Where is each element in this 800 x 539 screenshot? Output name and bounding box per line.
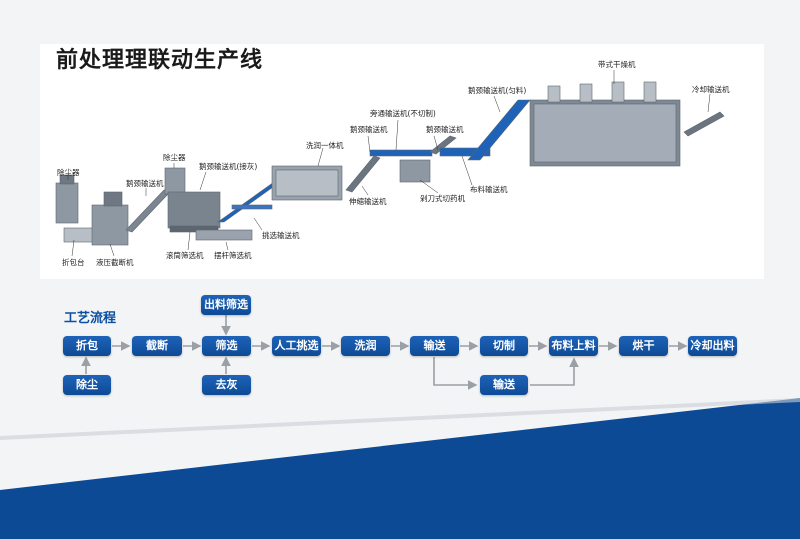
page-title: 前处理理联动生产线 bbox=[56, 48, 264, 73]
label-gooseneck-conveyor-even: 鹅颈输送机(匀料) bbox=[468, 86, 527, 95]
label-rod-screener: 摆杆筛选机 bbox=[214, 251, 252, 260]
step-screening: 筛选 bbox=[202, 336, 251, 356]
process-flow-arrows bbox=[81, 314, 688, 390]
label-telescopic-conveyor: 伸缩输送机 bbox=[349, 197, 387, 206]
label-picking-conveyor: 挑选输送机 bbox=[262, 231, 300, 240]
step-slicing: 切制 bbox=[480, 336, 528, 356]
gray-wedge bbox=[0, 398, 800, 440]
telescopic-conveyor-shape bbox=[345, 155, 381, 193]
step-bale-opening: 折包 bbox=[63, 336, 111, 356]
label-gooseneck-conveyor-3: 鹅颈输送机 bbox=[426, 125, 464, 134]
step-washing: 洗润 bbox=[341, 336, 390, 356]
label-rotary-cutter: 剁刀式切药机 bbox=[420, 194, 465, 203]
drum-screener-shape bbox=[167, 191, 221, 229]
label-distribution-conveyor: 布料输送机 bbox=[470, 185, 508, 194]
step-ash-removal: 去灰 bbox=[202, 375, 251, 395]
step-dust-removal: 除尘 bbox=[63, 375, 111, 395]
label-dust-collector-2: 除尘器 bbox=[163, 153, 186, 162]
rotary-cutter-shape bbox=[399, 159, 431, 183]
label-gooseneck-conveyor-2: 鹅颈输送机 bbox=[350, 125, 388, 134]
label-cooling-conveyor: 冷却输送机 bbox=[692, 85, 730, 94]
blue-wedge bbox=[0, 398, 800, 539]
label-drum-screener: 滚筒筛选机 bbox=[166, 251, 204, 260]
step-conveying: 输送 bbox=[410, 336, 459, 356]
step-distribution-feeding: 布料上料 bbox=[549, 336, 598, 356]
step-cooling-discharge: 冷却出料 bbox=[688, 336, 737, 356]
label-dust-collector-1: 除尘器 bbox=[57, 168, 80, 177]
step-bypass-conveying: 输送 bbox=[480, 375, 528, 395]
bypass-conveyor-shape bbox=[369, 149, 433, 157]
process-flow-title: 工艺流程 bbox=[64, 311, 117, 326]
label-gooseneck-conveyor-ash: 鹅颈输送机(接灰) bbox=[199, 162, 258, 171]
step-manual-picking: 人工挑选 bbox=[272, 336, 321, 356]
label-gooseneck-conveyor-1: 鹅颈输送机 bbox=[126, 179, 164, 188]
arrow-bypass-in bbox=[433, 357, 478, 390]
arrow-bypass-out bbox=[530, 357, 579, 386]
label-bypass-conveyor: 旁通输送机(不切制) bbox=[370, 109, 436, 118]
step-drying: 烘干 bbox=[619, 336, 668, 356]
rod-screener-shape bbox=[195, 229, 253, 241]
step-cutting: 截断 bbox=[132, 336, 182, 356]
step-discharge-screening: 出料筛选 bbox=[201, 295, 251, 315]
distribution-conveyor-shape bbox=[439, 147, 491, 157]
label-washing-machine: 洗润一体机 bbox=[306, 141, 344, 150]
label-belt-dryer: 带式干燥机 bbox=[598, 60, 636, 69]
production-line-illustration bbox=[55, 70, 725, 257]
label-bale-opening-table: 折包台 bbox=[62, 258, 85, 267]
hydraulic-cutter-shape bbox=[91, 204, 129, 246]
cooling-conveyor-shape bbox=[683, 111, 725, 137]
label-hydraulic-cutter: 液压截断机 bbox=[96, 258, 134, 267]
